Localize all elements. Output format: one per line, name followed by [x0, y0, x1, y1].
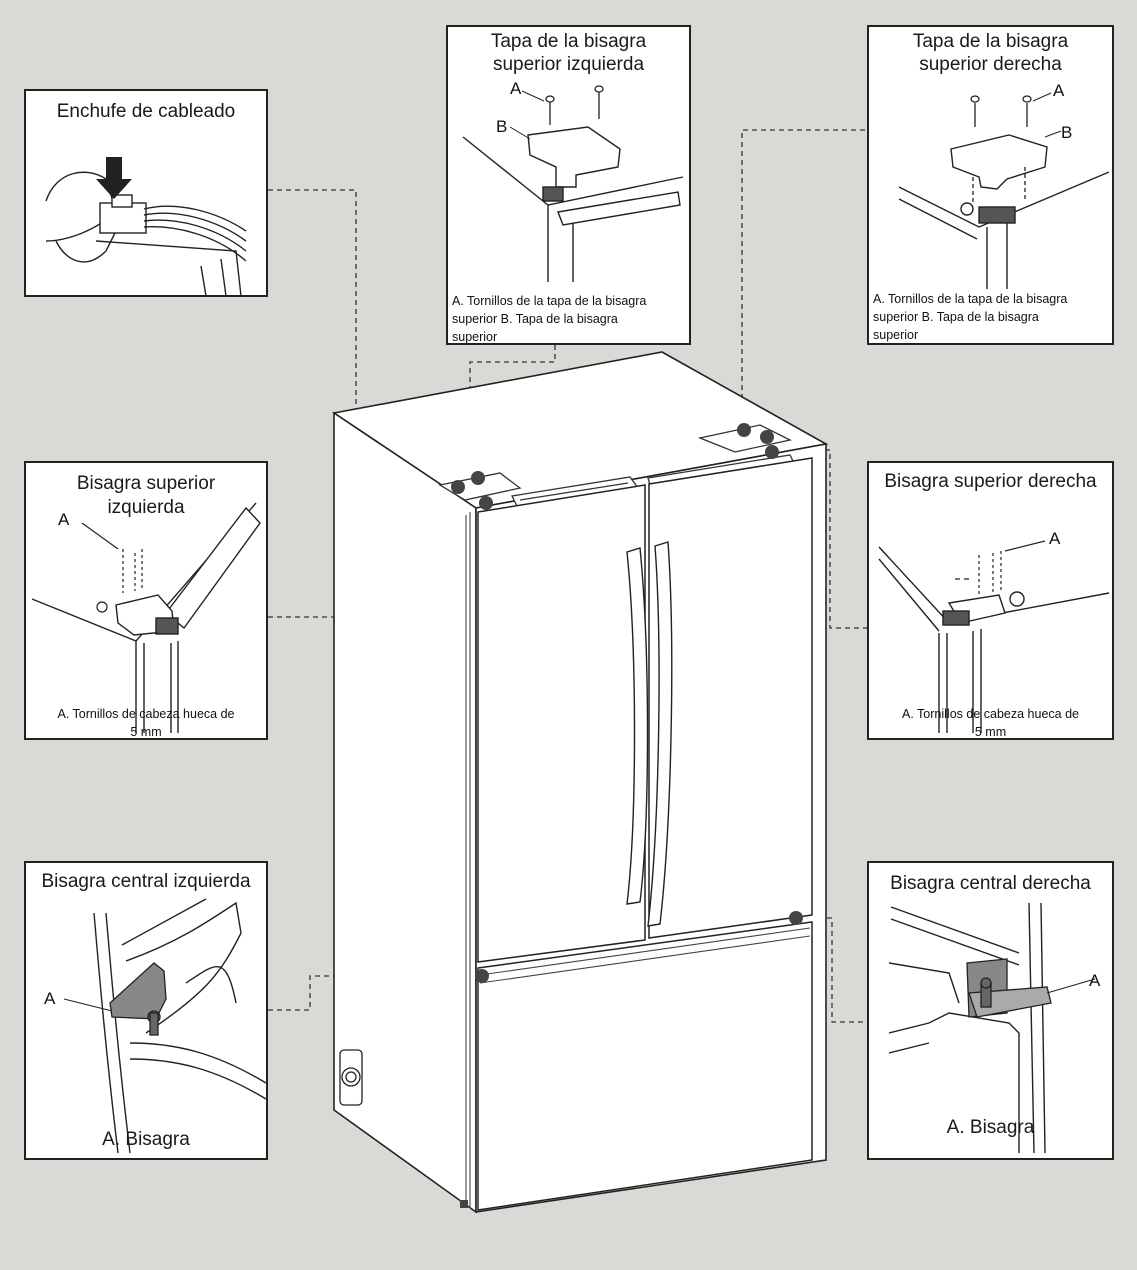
panel-title: Bisagra central izquierda — [41, 871, 251, 892]
caption-line-2: 5 mm — [974, 725, 1007, 739]
caption: A. Bisagra — [102, 1129, 190, 1150]
caption-line-1: A. Tornillos de la tapa de la bisagra — [452, 294, 647, 308]
panel-title: Enchufe de cableado — [56, 101, 236, 122]
callout-a: A — [1049, 529, 1061, 548]
panel-wiring-plug: Enchufe de cableado — [24, 89, 268, 297]
top-left-hinge-cover-illustration — [462, 85, 684, 282]
panel-center-right-hinge: Bisagra central derecha A A. Bisagra — [867, 861, 1114, 1160]
center-right-hinge-illustration — [888, 902, 1096, 1154]
caption-line-1: A. Tornillos de cabeza hueca de — [902, 707, 1079, 721]
top-left-hinge-illustration — [31, 502, 261, 733]
top-right-hinge-cover-illustration — [898, 92, 1110, 289]
panel-top-left-hinge-cover: Tapa de la bisagra superior izquierda A … — [446, 25, 691, 345]
panel-title-line-2: superior izquierda — [492, 54, 645, 75]
callout-b: B — [1061, 123, 1073, 142]
panel-title-line-1: Tapa de la bisagra — [490, 31, 647, 52]
panel-center-left-hinge: Bisagra central izquierda A A. Bisagra — [24, 861, 268, 1160]
panel-title-line-1: Tapa de la bisagra — [912, 31, 1069, 52]
caption-line-1: A. Tornillos de cabeza hueca de — [57, 707, 235, 721]
callout-b: B — [496, 117, 508, 136]
panel-title: Bisagra central derecha — [890, 873, 1091, 894]
panel-top-left-hinge: Bisagra superior izquierda A A. Tornillo… — [24, 461, 268, 740]
wiring-plug-illustration — [45, 157, 247, 295]
panel-top-right-hinge: Bisagra superior derecha A A. Tornillos … — [867, 461, 1114, 740]
caption-line-2: superior B. Tapa de la bisagra — [452, 312, 618, 326]
panel-top-right-hinge-cover: Tapa de la bisagra superior derecha A B … — [867, 25, 1114, 345]
callout-a: A — [510, 79, 522, 98]
caption: A. Bisagra — [946, 1117, 1035, 1138]
callout-a: A — [44, 989, 56, 1008]
callout-a: A — [1089, 971, 1101, 990]
caption-line-1: A. Tornillos de la tapa de la bisagra — [873, 292, 1068, 306]
side-vent — [339, 1049, 363, 1106]
panel-title-line-1: Bisagra superior — [76, 473, 216, 494]
panel-title: Bisagra superior derecha — [884, 471, 1097, 492]
center-left-hinge-illustration — [63, 898, 266, 1154]
callout-a: A — [58, 510, 70, 529]
caption-line-3: superior — [873, 328, 919, 342]
caption-line-3: superior — [452, 330, 498, 344]
caption-line-2: superior B. Tapa de la bisagra — [873, 310, 1039, 324]
hinge-location-dots — [451, 423, 803, 983]
panel-title-line-2: izquierda — [107, 497, 185, 518]
callout-a: A — [1053, 81, 1065, 100]
top-right-hinge-illustration — [878, 540, 1110, 733]
caption-line-2: 5 mm — [130, 725, 162, 739]
panel-title-line-2: superior derecha — [919, 54, 1062, 75]
